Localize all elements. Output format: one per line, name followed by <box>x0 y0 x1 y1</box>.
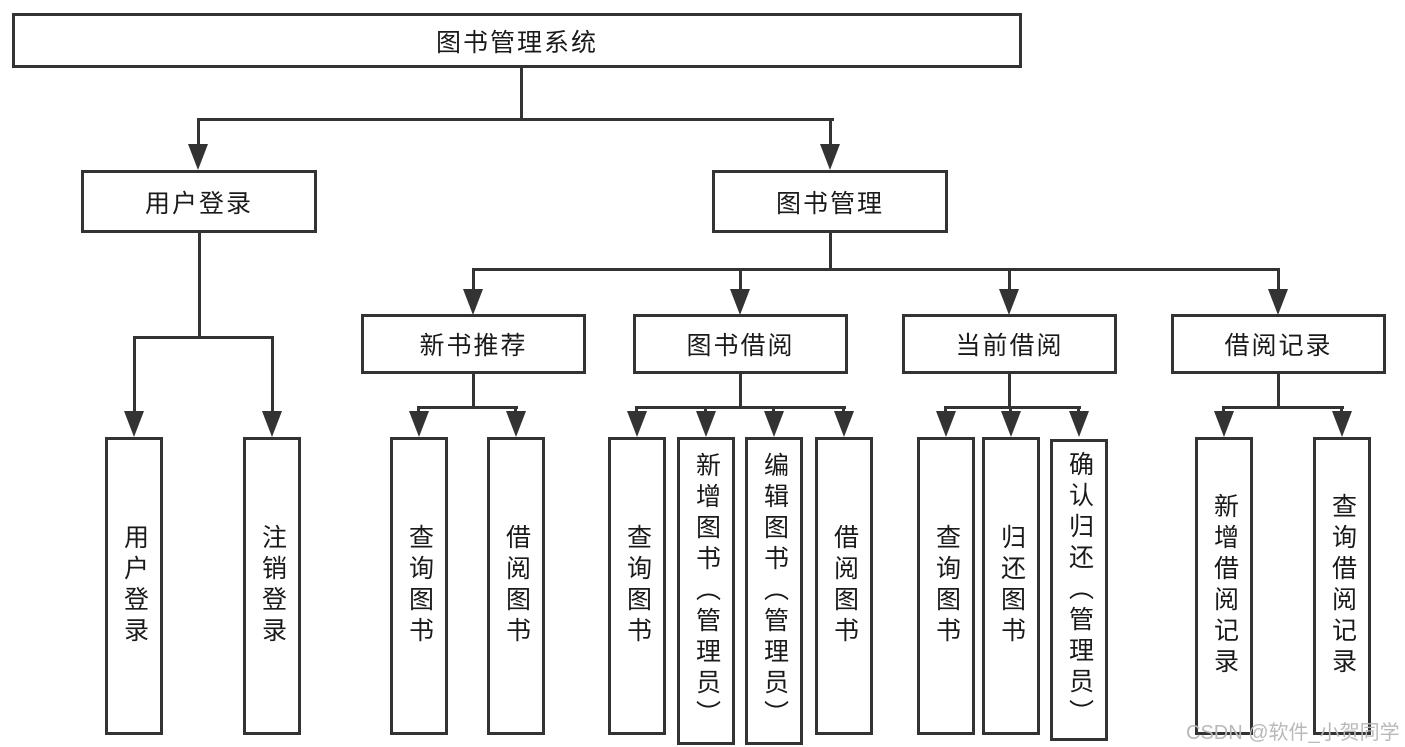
connector-g4-tee <box>1222 406 1344 409</box>
arrow-down-icon <box>262 411 282 437</box>
csdn-watermark: CSDN @软件_小贺同学 <box>1186 722 1400 744</box>
connector-g2-c1-drop <box>635 406 638 414</box>
leaf-label: 注销登录 <box>258 524 287 648</box>
connector-current-borrow-drop <box>1008 270 1011 290</box>
leaf-label: 借阅图书 <box>502 524 531 648</box>
leaf-add-borrow-record: 新增借阅记录 <box>1195 437 1253 735</box>
leaf-label: 归还图书 <box>997 524 1026 648</box>
connector-g3-c3-drop <box>1077 406 1080 414</box>
connector-g2-c3-drop <box>772 406 775 414</box>
connector-g2-tee <box>635 406 846 409</box>
leaf-user-login: 用户登录 <box>105 437 163 735</box>
leaf-label: 借阅图书 <box>830 524 859 648</box>
connector-g2-c2-drop <box>704 406 707 414</box>
node-label: 图书管理 <box>775 189 884 218</box>
arrow-down-icon <box>834 411 854 437</box>
node-label: 图书借阅 <box>686 332 795 360</box>
connector-g4-c1-drop <box>1222 406 1225 414</box>
node-borrowing-records: 借阅记录 <box>1171 314 1386 374</box>
connector-book-borrow-drop <box>739 270 742 290</box>
connector-g3-tee <box>944 406 1081 409</box>
arrow-down-icon <box>999 289 1019 315</box>
leaf-edit-book-admin: 编辑图书（管理员） <box>745 437 803 745</box>
connector-new-book-drop <box>472 270 475 290</box>
connector-g3-c1-drop <box>944 406 947 414</box>
arrow-down-icon <box>463 289 483 315</box>
leaf-borrow-books-recommend: 借阅图书 <box>487 437 545 735</box>
arrow-down-icon <box>409 411 429 437</box>
node-label: 新书推荐 <box>419 332 528 360</box>
node-current-borrowing: 当前借阅 <box>902 314 1117 374</box>
connector-book-mgmt-drop <box>829 120 832 145</box>
arrow-down-icon <box>730 289 750 315</box>
node-new-book-recommend: 新书推荐 <box>361 314 586 374</box>
connector-borrow-record-drop <box>1277 270 1280 290</box>
node-label: 图书管理系统 <box>435 28 598 57</box>
node-library-management-system: 图书管理系统 <box>12 13 1022 68</box>
leaf-query-borrow-record: 查询借阅记录 <box>1313 437 1371 735</box>
connector-g2-stem <box>739 374 742 408</box>
arrow-down-icon <box>1268 289 1288 315</box>
node-user-login: 用户登录 <box>81 170 317 233</box>
arrow-down-icon <box>627 411 647 437</box>
arrow-down-icon <box>124 411 144 437</box>
connector-g1-c2-drop <box>514 406 517 414</box>
connector-g2-c4-drop <box>842 406 845 414</box>
leaf-return-books: 归还图书 <box>982 437 1040 735</box>
arrow-down-icon <box>764 411 784 437</box>
connector-g4-c2-drop <box>1340 406 1343 414</box>
arrow-down-icon <box>506 411 526 437</box>
node-label: 借阅记录 <box>1224 332 1333 360</box>
node-label: 当前借阅 <box>955 332 1064 360</box>
connector-g3-c2-drop <box>1009 406 1012 414</box>
connector-book-mgmt-tee <box>472 268 1280 271</box>
node-book-management: 图书管理 <box>712 170 948 233</box>
leaf-confirm-return-admin: 确认归还（管理员） <box>1050 439 1108 741</box>
connector-g1-tee <box>417 406 518 409</box>
arrow-down-icon <box>696 411 716 437</box>
connector-user-login-drop <box>197 120 200 145</box>
leaf-label: 用户登录 <box>120 524 149 648</box>
connector-g3-stem <box>1008 374 1011 408</box>
leaf-query-books-recommend: 查询图书 <box>390 437 448 735</box>
connector-g1-c1-drop <box>417 406 420 414</box>
leaf-label: 查询借阅记录 <box>1328 493 1357 679</box>
leaf-label: 确认归还（管理员） <box>1065 450 1094 730</box>
arrow-down-icon <box>936 411 956 437</box>
leaf-label: 新增图书（管理员） <box>692 451 721 731</box>
arrow-down-icon <box>188 144 208 170</box>
arrow-down-icon <box>820 144 840 170</box>
leaf-label: 查询图书 <box>405 524 434 648</box>
leaf-label: 新增借阅记录 <box>1210 493 1239 679</box>
connector-g1-stem <box>472 374 475 408</box>
leaf-query-books-borrowing: 查询图书 <box>608 437 666 735</box>
arrow-down-icon <box>1001 411 1021 437</box>
connector-login-leaf-drop <box>133 338 136 412</box>
connector-root-tee <box>197 118 834 121</box>
node-label: 用户登录 <box>144 189 253 218</box>
leaf-logout: 注销登录 <box>243 437 301 735</box>
leaf-query-books-current: 查询图书 <box>917 437 975 735</box>
leaf-label: 编辑图书（管理员） <box>760 451 789 731</box>
connector-logout-leaf-drop <box>271 338 274 412</box>
connector-user-login-stem <box>198 233 201 338</box>
connector-book-mgmt-stem <box>829 233 832 270</box>
leaf-label: 查询图书 <box>623 524 652 648</box>
node-book-borrowing: 图书借阅 <box>633 314 848 374</box>
arrow-down-icon <box>1069 411 1089 437</box>
arrow-down-icon <box>1332 411 1352 437</box>
leaf-label: 查询图书 <box>932 524 961 648</box>
connector-g4-stem <box>1277 374 1280 408</box>
arrow-down-icon <box>1214 411 1234 437</box>
connector-root-stem <box>520 68 523 121</box>
leaf-add-book-admin: 新增图书（管理员） <box>677 437 735 745</box>
leaf-borrow-books-borrowing: 借阅图书 <box>815 437 873 735</box>
connector-user-login-tee <box>133 336 274 339</box>
